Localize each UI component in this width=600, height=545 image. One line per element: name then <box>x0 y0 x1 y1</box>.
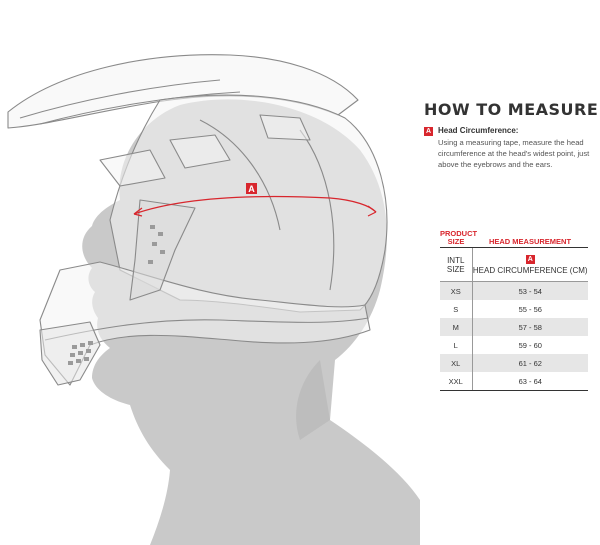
range-cell: 55 - 56 <box>471 300 588 318</box>
table-row: XXL 63 - 64 <box>440 372 588 391</box>
header-head-measurement: HEAD MEASUREMENT <box>472 228 588 248</box>
header-product-size: PRODUCT SIZE <box>440 228 478 248</box>
diagram-marker-badge <box>246 183 257 194</box>
table-row: S 55 - 56 <box>440 300 588 318</box>
range-cell: 53 - 54 <box>471 281 588 300</box>
legend-description: Using a measuring tape, measure the head… <box>438 138 590 169</box>
legend-badge: A <box>424 127 433 136</box>
size-cell: L <box>453 340 458 350</box>
column-head-circumference: HEAD CIRCUMFERENCE (CM) <box>472 266 588 275</box>
legend-label: Head Circumference: <box>438 126 519 135</box>
table-row: L 59 - 60 <box>440 336 588 354</box>
chin-vent-grill <box>68 225 165 365</box>
range-cell: 63 - 64 <box>471 372 588 391</box>
helmet-shell <box>7 54 388 386</box>
range-cell: 61 - 62 <box>471 354 588 372</box>
size-cell: XL <box>451 358 461 368</box>
size-cell: S <box>453 304 459 314</box>
table-row: XL 61 - 62 <box>440 354 588 372</box>
column-intl-size: INTL SIZE <box>440 247 472 282</box>
range-cell: 59 - 60 <box>471 336 588 354</box>
column-badge: A <box>525 255 535 264</box>
table-row: M 57 - 58 <box>440 318 588 336</box>
size-cell: XXL <box>440 372 472 391</box>
size-cell: XS <box>450 286 461 296</box>
diagram-marker-label: A <box>248 184 255 194</box>
helmet-head-illustration: A <box>7 54 420 545</box>
head-circumference-guide: A <box>133 183 377 217</box>
column-head-circumference-cell: A HEAD CIRCUMFERENCE (CM) <box>471 247 588 282</box>
table-row: XS 53 - 54 <box>440 281 588 300</box>
size-cell: M <box>452 322 459 332</box>
page-title: HOW TO MEASURE <box>424 100 599 119</box>
size-chart-table: PRODUCT SIZE HEAD MEASUREMENT INTL SIZE … <box>440 228 588 391</box>
range-cell: 57 - 58 <box>471 318 588 336</box>
